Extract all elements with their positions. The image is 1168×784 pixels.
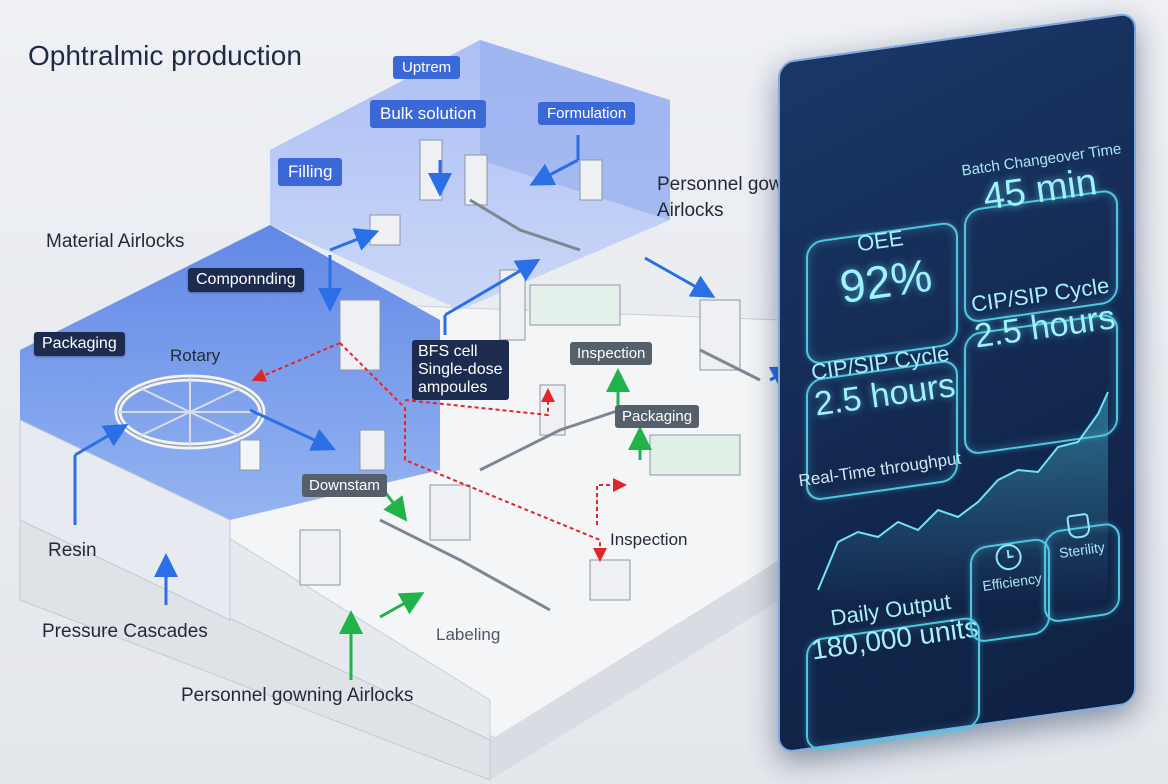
rotary-machine — [114, 374, 266, 471]
green-flow-arrows — [339, 368, 652, 680]
bfs-line-3: ampoules — [418, 379, 488, 396]
zone-labeling: Labeling — [436, 625, 501, 644]
zone-downstam: Downstam — [302, 474, 387, 497]
throughput-chart — [817, 391, 1109, 602]
page-title: Ophtralmic production — [28, 40, 302, 71]
red-dashed-flows — [251, 342, 627, 562]
blue-flow-arrows — [73, 135, 796, 605]
bfs-line-1: BFS cell — [418, 343, 478, 360]
zone-filling: Filling — [278, 158, 343, 186]
zone-bulk-solution: Bulk solution — [370, 100, 487, 128]
clock-icon — [993, 542, 1024, 572]
zone-inspection-bottom: Inspection — [610, 530, 688, 549]
zone-packaging-mid: Packaging — [615, 405, 700, 428]
zone-pressure-cascades: Pressure Cascades — [42, 621, 208, 642]
zone-material-airlocks: Material Airlocks — [46, 231, 185, 252]
zone-bfs-cell: BFS cell Single-dose ampoules — [412, 340, 509, 400]
bfs-line-2: Single-dose — [418, 361, 503, 378]
kpi-dashboard-panel: OEE 92% Batch Changeover Time 45 min CIP… — [778, 11, 1136, 754]
zone-formulation: Formulation — [538, 102, 636, 125]
zone-uptrem: Uptrem — [393, 56, 461, 79]
zone-inspection-top: Inspection — [570, 342, 653, 365]
zone-personnel-gowning-airlocks-bottom: Personnel gowning Airlocks — [181, 685, 414, 706]
input-resin: Resin — [48, 540, 97, 561]
zone-componnding: Componnding — [188, 268, 304, 292]
shield-icon — [1066, 512, 1092, 540]
zone-rotary: Rotary — [170, 346, 221, 365]
zone-packaging-left: Packaging — [34, 332, 125, 356]
conveyors — [379, 198, 761, 612]
